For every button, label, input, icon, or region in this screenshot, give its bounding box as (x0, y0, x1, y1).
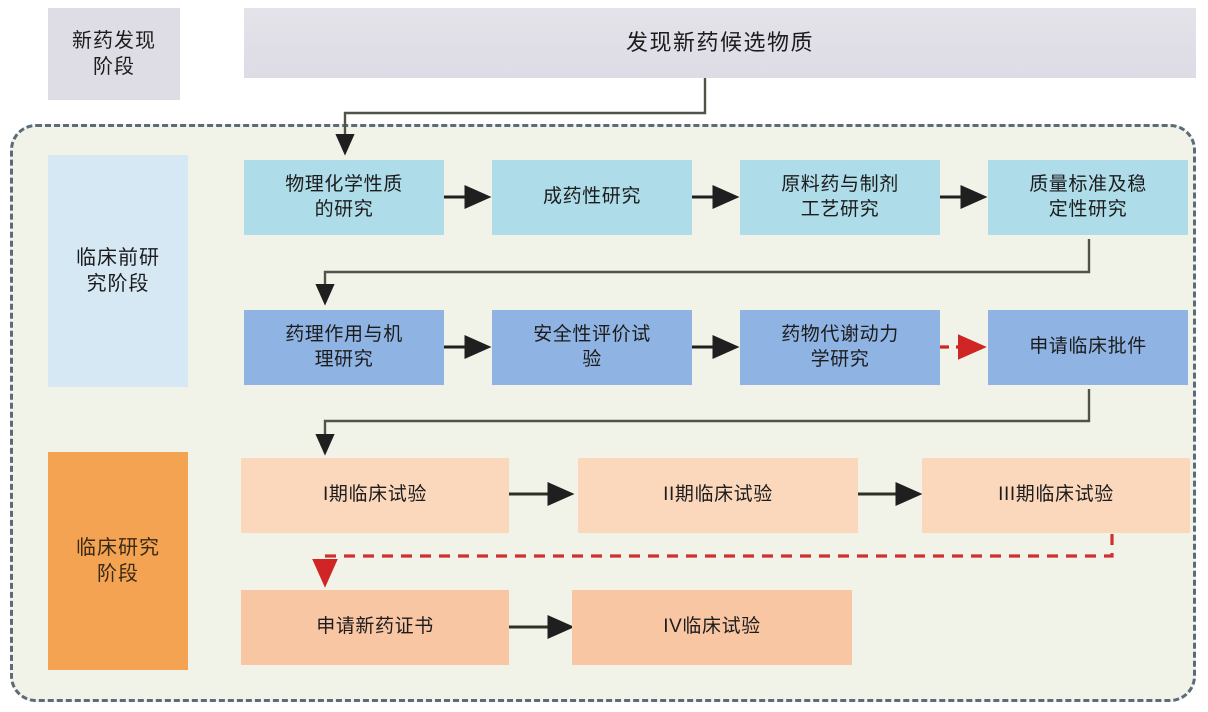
box-phase-4-clinical-trial[interactable]: IV临床试验 (572, 590, 852, 665)
box-api-and-formulation-process-research[interactable]: 原料药与制剂 工艺研究 (740, 160, 940, 235)
box-safety-evaluation-trial[interactable]: 安全性评价试 验 (492, 310, 692, 385)
box-phase-3-clinical-trial[interactable]: III期临床试验 (922, 458, 1190, 533)
box-pharmacological-action-and-mechanism-research[interactable]: 药理作用与机 理研究 (244, 310, 444, 385)
box-druggability-research[interactable]: 成药性研究 (492, 160, 692, 235)
box-apply-clinical-trial-approval[interactable]: 申请临床批件 (988, 310, 1188, 385)
box-pharmacokinetics-research[interactable]: 药物代谢动力 学研究 (740, 310, 940, 385)
stage-label-preclinical: 临床前研 究阶段 (48, 155, 188, 387)
stage-label-discovery: 新药发现 阶段 (48, 8, 180, 100)
box-physicochemical-property-research[interactable]: 物理化学性质 的研究 (244, 160, 444, 235)
box-phase-1-clinical-trial[interactable]: I期临床试验 (241, 458, 509, 533)
box-quality-standard-and-stability-research[interactable]: 质量标准及稳 定性研究 (988, 160, 1188, 235)
stage-label-clinical: 临床研究 阶段 (48, 452, 188, 670)
banner-discover-new-drug-candidate: 发现新药候选物质 (244, 8, 1196, 78)
box-apply-new-drug-certificate[interactable]: 申请新药证书 (241, 590, 509, 665)
box-phase-2-clinical-trial[interactable]: II期临床试验 (578, 458, 858, 533)
